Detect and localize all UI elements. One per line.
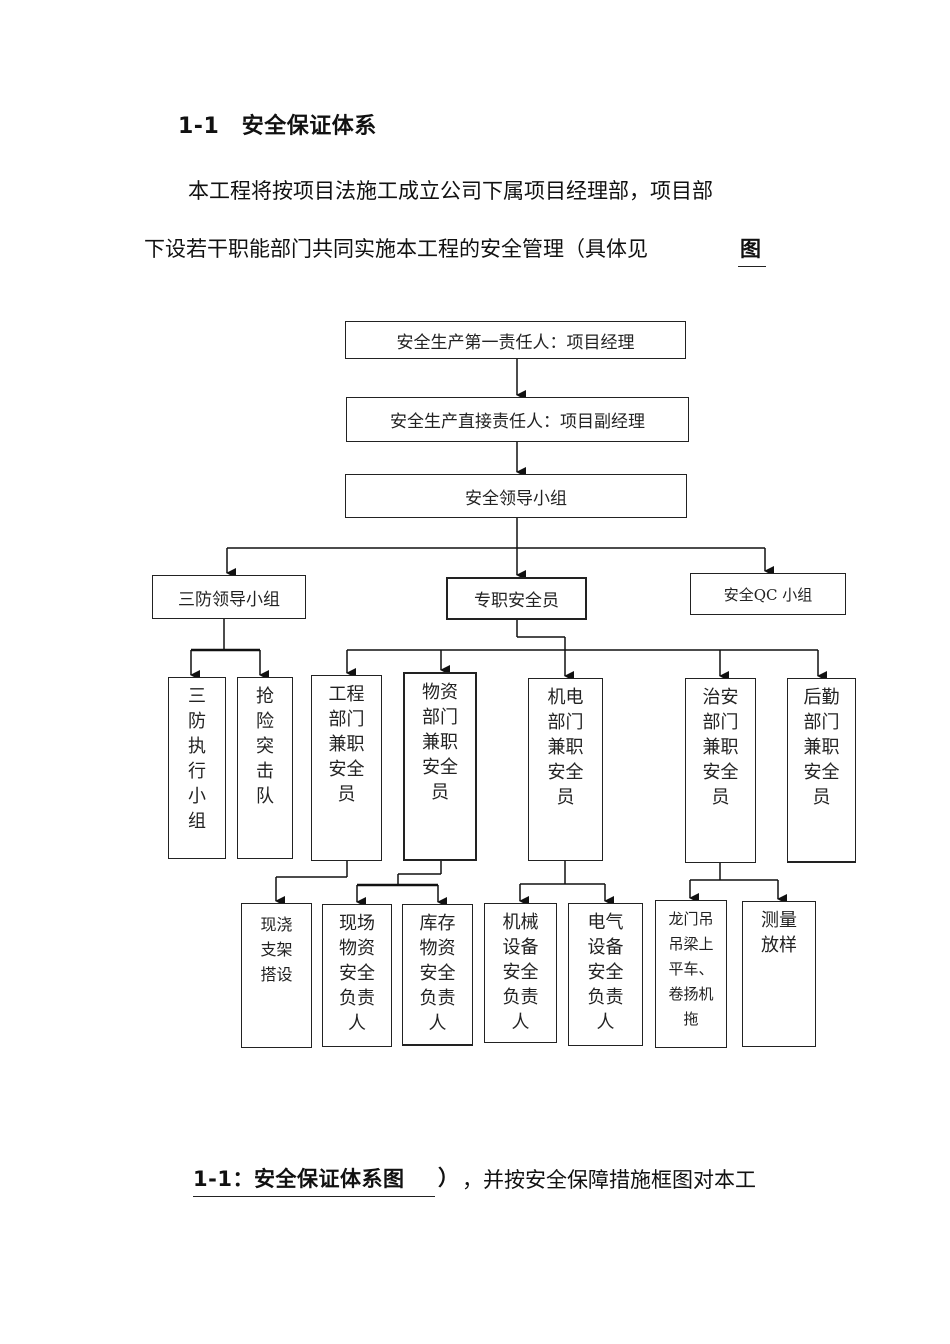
caption-underline [193,1196,435,1197]
sub-site-materials: 现场物资安全负责人 [322,904,392,1047]
sub-electrical: 电气设备安全负责人 [568,903,643,1046]
unit-engineering: 工程部门兼职安全员 [311,675,382,861]
figure-caption-label: 1-1：安全保证体系图 [193,1167,405,1191]
group-qc: 安全QC 小组 [690,573,846,615]
level3-box: 安全领导小组 [345,474,687,518]
sub-storage-materials: 库存物资安全负责人 [402,904,473,1046]
sub-scaffold: 现浇支架搭设 [241,903,312,1048]
section-heading: 1-1 安全保证体系 [178,114,377,139]
level1-box: 安全生产第一责任人：项目经理 [345,321,686,359]
unit-mech-elec: 机电部门兼职安全员 [528,678,603,861]
unit-sanfang-exec: 三防执行小组 [168,677,226,859]
figure-caption-paren: ） [438,1166,460,1190]
tail-underline [738,266,766,267]
unit-logistics: 后勤部门兼职安全员 [787,678,856,863]
paragraph-line-2: 下设若干职能部门共同实施本工程的安全管理（具体见 [144,237,648,261]
unit-materials: 物资部门兼职安全员 [403,672,477,861]
group-zhuanzhi: 专职安全员 [446,577,587,620]
sub-machinery: 机械设备安全负责人 [484,903,557,1043]
paragraph-line-2-tail: 图 [740,237,761,261]
unit-rescue: 抢险突击队 [237,677,293,859]
figure-caption-continuation: ，并按安全保障措施框图对本工 [462,1168,756,1192]
unit-security: 治安部门兼职安全员 [685,678,756,863]
level2-box: 安全生产直接责任人：项目副经理 [346,397,689,442]
paragraph-line-1: 本工程将按项目法施工成立公司下属项目经理部，项目部 [188,179,713,203]
group-sanfang: 三防领导小组 [152,575,306,619]
sub-gantry: 龙门吊吊梁上平车、卷扬机拖 [655,900,727,1048]
sub-survey: 测量放样 [742,901,816,1047]
